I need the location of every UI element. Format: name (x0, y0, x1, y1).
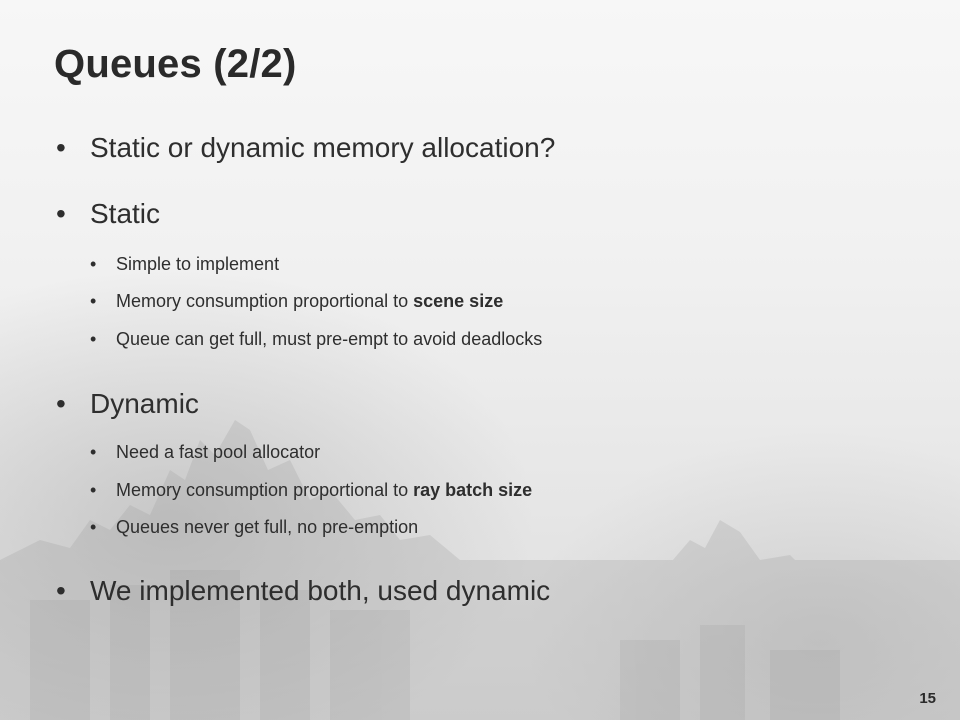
bullet-icon: • (90, 442, 97, 462)
slide-title: Queues (2/2) (54, 42, 297, 86)
bullet-icon: • (90, 480, 97, 500)
bullet-bold-text: ray batch size (413, 480, 533, 500)
bullet-icon: • (90, 517, 97, 537)
bullet-text: Memory consumption proportional to (116, 480, 414, 500)
bullet-text: Static or dynamic memory allocation? (90, 132, 556, 163)
bullet-icon: • (90, 291, 97, 311)
bullet-icon: • (90, 329, 97, 349)
bullet-text: We implemented both, used dynamic (90, 575, 551, 606)
bullet-bold-text: scene size (413, 291, 504, 311)
bullet-icon: • (56, 132, 66, 163)
bullet-text: Static (90, 198, 161, 229)
bullet-text: Dynamic (90, 388, 199, 419)
sub-bullet-scene-size: • Memory consumption proportional to sce… (90, 291, 503, 312)
bullet-static: • Static (56, 198, 160, 230)
bullet-text: Simple to implement (116, 254, 280, 274)
sub-bullet-pool-allocator: • Need a fast pool allocator (90, 442, 320, 463)
sub-bullet-never-full: • Queues never get full, no pre-emption (90, 517, 418, 538)
bullet-text: Memory consumption proportional to (116, 291, 414, 311)
bullet-static-or-dynamic: • Static or dynamic memory allocation? (56, 132, 555, 164)
sub-bullet-queue-full: • Queue can get full, must pre-empt to a… (90, 329, 542, 350)
bullet-dynamic: • Dynamic (56, 388, 199, 420)
bullet-text: Need a fast pool allocator (116, 442, 321, 462)
bullet-icon: • (56, 388, 66, 419)
bullet-icon: • (90, 254, 97, 274)
bullet-icon: • (56, 198, 66, 229)
bullet-implemented-both: • We implemented both, used dynamic (56, 575, 550, 607)
page-number: 15 (919, 690, 936, 707)
bullet-text: Queue can get full, must pre-empt to avo… (116, 329, 543, 349)
bullet-icon: • (56, 575, 66, 606)
bullet-text: Queues never get full, no pre-emption (116, 517, 419, 537)
sub-bullet-simple: • Simple to implement (90, 254, 279, 275)
sub-bullet-ray-batch-size: • Memory consumption proportional to ray… (90, 480, 532, 501)
